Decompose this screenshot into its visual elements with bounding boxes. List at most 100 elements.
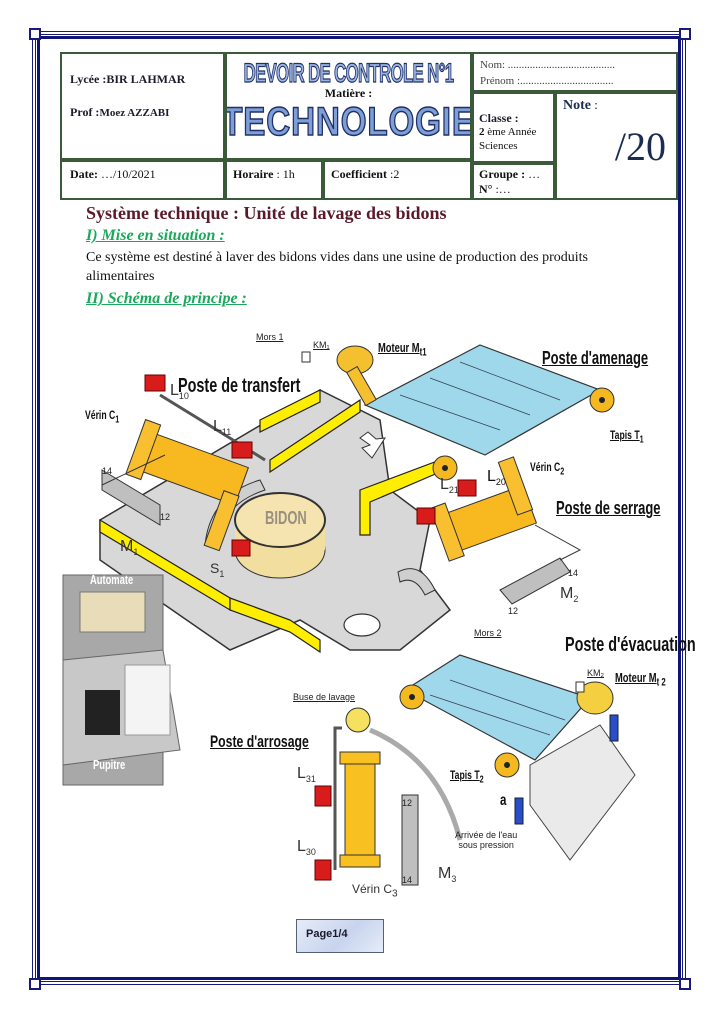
coef-value: :2 bbox=[386, 167, 400, 181]
note-label: Note bbox=[563, 98, 591, 113]
label-l21: L21 bbox=[440, 476, 459, 496]
title-cell: DEVOIR DE CONTROLE N°1 Matière : TECHNOL… bbox=[225, 52, 472, 160]
page-number-box: Page1/4 bbox=[296, 919, 384, 953]
valve-m2 bbox=[499, 557, 571, 605]
limit-switch-l31 bbox=[314, 785, 332, 807]
groupe-label: Groupe : bbox=[479, 167, 526, 181]
label-port-14-m1: 14 bbox=[102, 466, 113, 476]
label-pupitre: Pupitre bbox=[93, 757, 126, 772]
sensor-a bbox=[514, 797, 524, 825]
limit-switch-l21 bbox=[416, 507, 436, 525]
note-value: /20 bbox=[614, 124, 666, 169]
label-poste-evacuation: Poste d'évacuation bbox=[565, 634, 696, 656]
label-verin-c2: Vérin C2 bbox=[530, 460, 565, 478]
label-l11: L11 bbox=[213, 418, 232, 438]
limit-switch-l20 bbox=[457, 479, 477, 497]
flow-arrow-icon bbox=[359, 431, 386, 459]
yellow-rail bbox=[269, 398, 361, 474]
valve-m3 bbox=[401, 794, 419, 886]
cylinder-c3 bbox=[344, 759, 376, 861]
label-mors-1: Mors 1 bbox=[256, 332, 284, 342]
horaire-label: Horaire bbox=[233, 167, 274, 181]
exam-title: DEVOIR DE CONTROLE N°1 bbox=[243, 57, 454, 88]
label-m2: M2 bbox=[560, 585, 579, 605]
valve-m1 bbox=[101, 469, 161, 526]
label-poste-transfert: Poste de transfert bbox=[178, 375, 301, 397]
mors-2-jaw bbox=[397, 568, 436, 596]
label-poste-arrosage: Poste d'arrosage bbox=[210, 732, 309, 751]
page-frame bbox=[32, 31, 686, 985]
system-title: Système technique : Unité de lavage des … bbox=[86, 203, 447, 223]
classe-num: 2 bbox=[479, 126, 485, 138]
matiere-label: Matière : bbox=[324, 86, 373, 100]
evacuation-chute bbox=[529, 724, 636, 861]
label-port-12-m3: 12 bbox=[402, 798, 413, 808]
classe-section: Sciences bbox=[479, 139, 518, 152]
classe-value: ème Année bbox=[484, 126, 537, 138]
label-port-14-m3: 14 bbox=[402, 875, 413, 885]
nom-label: Nom bbox=[480, 59, 502, 71]
sensor-blue bbox=[609, 714, 619, 742]
grade-cell: Note : /20 bbox=[555, 92, 678, 200]
numero-label: N° bbox=[479, 182, 493, 196]
label-m3: M3 bbox=[438, 865, 457, 885]
label-l31: L31 bbox=[297, 765, 316, 785]
frame-corner bbox=[29, 28, 41, 40]
name-cell: Nom: ...................................… bbox=[472, 52, 678, 92]
label-l20: L20 bbox=[487, 468, 506, 488]
label-verin-c1: Vérin C1 bbox=[85, 408, 120, 426]
section1-text: Ce système est destiné à laver des bidon… bbox=[86, 250, 588, 284]
limit-switch-l10 bbox=[144, 374, 166, 392]
label-poste-serrage: Poste de serrage bbox=[556, 498, 661, 518]
numero-field[interactable]: :… bbox=[492, 182, 511, 196]
group-cell: Groupe : … N° :… bbox=[472, 163, 555, 200]
km1-contactor bbox=[301, 351, 311, 363]
prenom-field[interactable]: :.................................. bbox=[514, 74, 614, 87]
coef-label: Coefficient bbox=[331, 167, 387, 181]
coefficient-cell: Coefficient :2 bbox=[323, 160, 472, 200]
yellow-rail bbox=[259, 389, 321, 433]
label-tapis-t1: Tapis T1 bbox=[610, 428, 644, 446]
label-km1: KM₁ bbox=[313, 340, 330, 350]
class-cell: Classe : 2 ème Année Sciences bbox=[472, 92, 555, 163]
diagram-drawing bbox=[62, 344, 636, 886]
subject-title: TECHNOLOGIE bbox=[225, 100, 472, 144]
section1-heading: I) Mise en situation : bbox=[86, 227, 225, 244]
horaire-value: : 1h bbox=[273, 167, 295, 181]
label-sensor-a: a bbox=[500, 792, 507, 809]
motor-mt2 bbox=[576, 681, 614, 715]
school-info-cell: Lycée :BIR LAHMAR Prof :Moez AZZABI bbox=[60, 52, 225, 160]
limit-switch-l30 bbox=[314, 859, 332, 881]
classe-label: Classe : bbox=[479, 111, 519, 125]
groupe-field[interactable]: … bbox=[525, 167, 541, 181]
principle-diagram: Poste de transfert Poste d'amenage Poste… bbox=[60, 320, 696, 910]
platform-hole bbox=[343, 613, 381, 637]
label-m1: M1 bbox=[120, 538, 139, 558]
horaire-cell: Horaire : 1h bbox=[225, 160, 323, 200]
label-tapis-t2: Tapis T2 bbox=[450, 768, 484, 786]
nom-field[interactable]: : ......................................… bbox=[502, 59, 616, 71]
label-port-12-m2: 12 bbox=[508, 606, 519, 616]
yellow-rail bbox=[229, 597, 321, 654]
label-verin-c3: Vérin C3 bbox=[352, 882, 398, 900]
sensor-s1 bbox=[231, 539, 251, 557]
label-port-12-m1: 12 bbox=[160, 512, 171, 522]
label-arrivee-eau: Arrivée de l'eau sous pression bbox=[455, 830, 518, 850]
label-mors-2: Mors 2 bbox=[474, 628, 502, 638]
label-moteur-mt2: Moteur Mt 2 bbox=[615, 670, 666, 689]
label-km2: KM₂ bbox=[587, 668, 604, 678]
label-l10: L10 bbox=[170, 382, 189, 402]
label-poste-amenage: Poste d'amenage bbox=[542, 348, 649, 368]
label-bidon: BIDON bbox=[265, 508, 307, 528]
prof-line: Prof :Moez AZZABI bbox=[70, 105, 170, 119]
buse-de-lavage bbox=[345, 707, 371, 733]
limit-switch-l11 bbox=[231, 441, 253, 459]
date-label: Date: bbox=[70, 167, 98, 181]
bidon-top bbox=[234, 492, 326, 548]
exam-header: Lycée :BIR LAHMAR Prof :Moez AZZABI DEVO… bbox=[60, 52, 678, 200]
section2-heading: II) Schéma de principe : bbox=[86, 290, 247, 307]
label-port-14-m2: 14 bbox=[568, 568, 579, 578]
label-moteur-mt1: Moteur Mt1 bbox=[378, 340, 427, 359]
conveyor-t2 bbox=[403, 654, 592, 761]
frame-corner bbox=[679, 28, 691, 40]
